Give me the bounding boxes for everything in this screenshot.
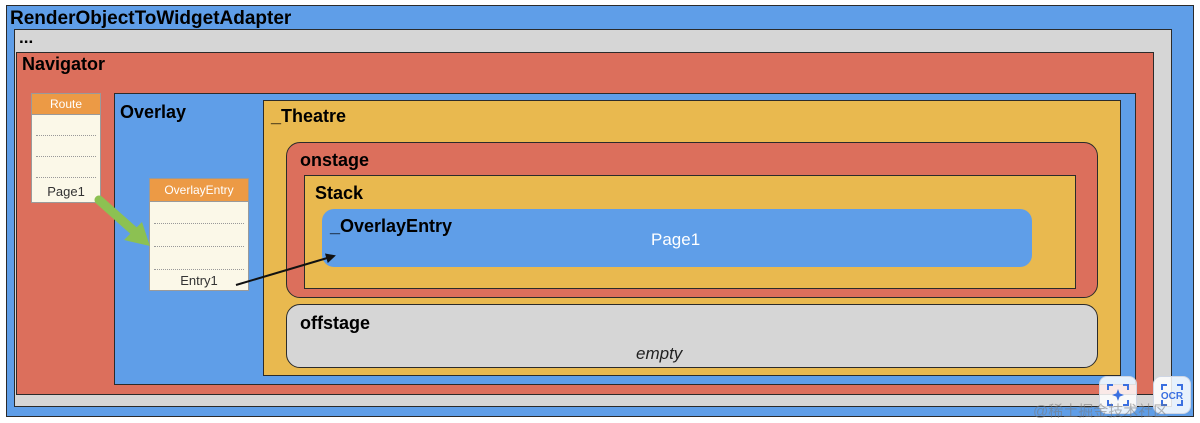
onstage-label: onstage <box>300 150 370 170</box>
theatre-label: _Theatre <box>271 106 347 126</box>
offstage-label: offstage <box>300 313 371 333</box>
overlay-entry-label: _OverlayEntry <box>330 216 453 236</box>
route-table-page1: Page1 <box>47 184 85 199</box>
route-table: Route Page1 <box>31 93 101 203</box>
overlay-entry-table-header: OverlayEntry <box>150 179 248 202</box>
route-table-header: Route <box>32 94 100 115</box>
entry-table-row <box>154 246 244 247</box>
overlay-entry-table: OverlayEntry Entry1 <box>149 178 249 291</box>
ai-screenshot-button[interactable] <box>1099 376 1137 414</box>
ai-screenshot-icon <box>1107 384 1129 406</box>
watermark-text: @稀土掘金技术社区 <box>1033 403 1169 420</box>
ocr-text: OCR <box>1161 391 1184 402</box>
route-table-row <box>36 156 96 157</box>
route-table-row <box>36 135 96 136</box>
overlay-entry-box <box>322 209 1032 267</box>
navigator-label: Navigator <box>22 54 106 74</box>
stack-label: Stack <box>315 183 364 203</box>
ocr-button[interactable]: OCR <box>1153 376 1191 414</box>
route-table-row <box>36 177 96 178</box>
offstage-content: empty <box>636 344 683 363</box>
entry-table-row <box>154 269 244 270</box>
overlay-label: Overlay <box>120 102 187 122</box>
ellipsis-label: ... <box>19 28 34 47</box>
entry-table-entry1: Entry1 <box>180 273 218 288</box>
entry-table-row <box>154 223 244 224</box>
root-label: RenderObjectToWidgetAdapter <box>10 8 292 29</box>
offstage-box <box>286 304 1098 368</box>
overlay-entry-content: Page1 <box>651 230 701 249</box>
ocr-icon: OCR <box>1161 384 1184 406</box>
